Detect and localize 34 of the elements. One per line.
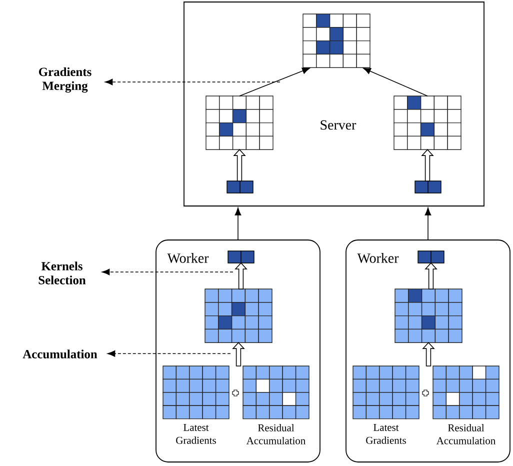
grid-drawing	[162, 366, 230, 420]
grid-drawing	[242, 366, 310, 420]
stage-label: Accumulation	[22, 350, 98, 358]
grid-caption: Latest Gradients	[176, 424, 216, 444]
grid-drawing	[394, 288, 462, 343]
hollow-arrow	[422, 342, 435, 366]
arrow	[234, 208, 242, 240]
grid-drawing	[302, 14, 370, 68]
stage-label: Kernels Selection	[38, 262, 86, 284]
kernel-drawing	[414, 180, 442, 194]
grid-drawing	[432, 366, 500, 420]
kernel-drawing	[226, 180, 254, 194]
arrow	[239, 68, 310, 96]
hollow-arrow	[421, 149, 434, 182]
server-box: Server	[184, 2, 484, 206]
arrow	[363, 68, 428, 96]
arrow	[424, 208, 432, 240]
dashed-arrow	[102, 268, 234, 276]
hollow-arrow	[234, 262, 248, 290]
kernel-drawing	[228, 250, 254, 264]
grid-caption: Residual Accumulation	[246, 424, 306, 444]
hollow-arrow	[232, 342, 245, 366]
kernel-drawing	[418, 250, 444, 264]
hollow-arrow	[424, 262, 438, 290]
grid-caption: Residual Accumulation	[436, 424, 496, 444]
dashed-arrow	[104, 78, 280, 86]
hollow-arrow	[233, 149, 246, 182]
grid-drawing	[204, 288, 272, 343]
grid-caption: Latest Gradients	[366, 424, 406, 444]
stage-label: Gradients Merging	[38, 67, 92, 93]
grid-drawing	[394, 96, 462, 150]
grid-drawing	[352, 366, 420, 420]
dashed-arrow	[107, 350, 231, 357]
grid-drawing	[206, 96, 274, 150]
